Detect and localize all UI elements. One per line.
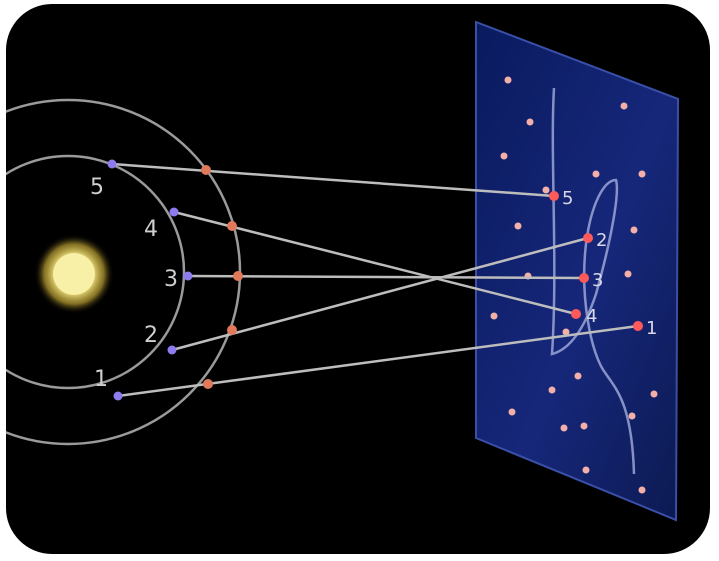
projected-dot-2 bbox=[583, 233, 593, 243]
star bbox=[526, 118, 534, 126]
sun bbox=[53, 253, 95, 295]
background-star-screen bbox=[475, 20, 680, 522]
earth-positions bbox=[107, 159, 193, 401]
projected-dot-3 bbox=[579, 273, 589, 283]
star bbox=[514, 222, 522, 230]
projected-label-3: 3 bbox=[592, 270, 603, 291]
star bbox=[504, 76, 512, 84]
star bbox=[630, 226, 638, 234]
star bbox=[500, 152, 508, 160]
earth-label-3: 3 bbox=[164, 267, 178, 292]
star bbox=[624, 270, 632, 278]
projected-label-2: 2 bbox=[596, 230, 607, 251]
star bbox=[542, 186, 550, 194]
star bbox=[574, 372, 582, 380]
star bbox=[650, 390, 658, 398]
earth-dot-1 bbox=[113, 391, 123, 401]
earth-dot-4 bbox=[169, 207, 179, 217]
loop-path bbox=[550, 87, 636, 475]
star bbox=[562, 328, 570, 336]
earth-dot-3 bbox=[183, 271, 193, 281]
projected-dot-5 bbox=[549, 191, 559, 201]
star bbox=[548, 386, 556, 394]
sight-line-3 bbox=[187, 274, 585, 280]
sight-line-5 bbox=[111, 162, 555, 198]
planet-dot-2 bbox=[227, 325, 237, 335]
projected-label-4: 4 bbox=[586, 306, 597, 327]
sight-line-4 bbox=[173, 210, 577, 316]
projected-dot-1 bbox=[633, 321, 643, 331]
earth-label-5: 5 bbox=[90, 175, 104, 200]
star bbox=[592, 170, 600, 178]
star bbox=[628, 412, 636, 420]
earth-orbit bbox=[6, 154, 186, 390]
earth-dot-5 bbox=[107, 159, 117, 169]
star bbox=[638, 170, 646, 178]
planet-positions bbox=[201, 165, 243, 389]
star bbox=[580, 422, 588, 430]
earth-label-4: 4 bbox=[144, 217, 158, 242]
projected-positions bbox=[549, 191, 643, 331]
projected-dot-4 bbox=[571, 309, 581, 319]
star bbox=[508, 408, 516, 416]
star bbox=[620, 102, 628, 110]
earth-dot-2 bbox=[167, 345, 177, 355]
star bbox=[490, 312, 498, 320]
star bbox=[582, 466, 590, 474]
diagram-frame: 5 4 3 2 1 5 2 3 4 1 bbox=[6, 4, 710, 554]
retrograde-motion-diagram: 5 4 3 2 1 5 2 3 4 1 bbox=[6, 20, 680, 522]
planet-dot-1 bbox=[203, 379, 213, 389]
star bbox=[560, 424, 568, 432]
planet-dot-3 bbox=[233, 271, 243, 281]
sight-line-2 bbox=[171, 236, 589, 352]
star bbox=[638, 486, 646, 494]
planet-dot-5 bbox=[201, 165, 211, 175]
projected-label-5: 5 bbox=[562, 188, 573, 209]
projected-label-1: 1 bbox=[646, 318, 657, 339]
planet-dot-4 bbox=[227, 221, 237, 231]
earth-label-1: 1 bbox=[94, 367, 108, 392]
background-stars bbox=[490, 76, 658, 494]
earth-label-2: 2 bbox=[144, 323, 158, 348]
